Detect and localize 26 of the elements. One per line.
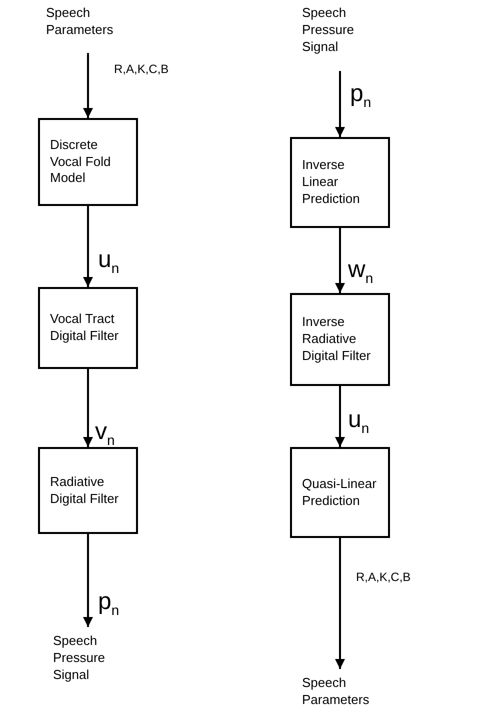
signal-label: Speech Pressure Signal xyxy=(53,633,106,684)
process-box xyxy=(38,287,138,369)
box-label: Radiative Digital Filter xyxy=(49,474,120,508)
signal-label: Speech Parameters xyxy=(302,675,370,709)
box-label: Vocal Tract Digital Filter xyxy=(49,311,120,345)
arrow xyxy=(83,53,93,118)
process-box xyxy=(38,118,138,206)
arrow xyxy=(335,71,345,137)
arrow xyxy=(83,534,93,627)
process-box xyxy=(290,293,390,386)
arrow xyxy=(335,386,345,447)
edge-label: R,A,K,C,B xyxy=(114,62,169,76)
box-label: Quasi-Linear Prediction xyxy=(301,476,378,510)
arrow xyxy=(335,228,345,293)
process-box xyxy=(38,447,138,534)
process-box xyxy=(290,137,390,228)
box-label: Discrete Vocal Fold Model xyxy=(49,136,112,188)
edge-label: R,A,K,C,B xyxy=(356,570,411,584)
arrow xyxy=(83,369,93,447)
arrow xyxy=(335,538,345,669)
box-label: Inverse Linear Prediction xyxy=(301,157,361,208)
signal-label: Speech Pressure Signal xyxy=(302,5,356,56)
signal-label: Speech Parameters xyxy=(46,5,114,39)
arrow xyxy=(83,206,93,287)
box-label: Inverse Radiative Digital Filter xyxy=(301,314,372,365)
process-box xyxy=(290,447,390,538)
